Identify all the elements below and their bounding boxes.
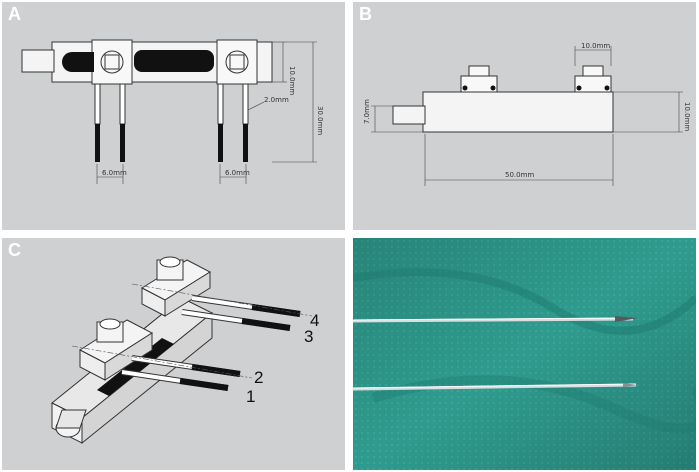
dim-b-length: 50.0mm [505, 171, 534, 179]
panel-a-drawing: 10.0mm 30.0mm 2.0mm 6.0mm 6.0mm [21, 39, 324, 184]
panel-b: B 10.0mm 7.0mm 10.0mm 50.0mm [353, 2, 696, 230]
panel-d: D [353, 238, 696, 470]
dim-a-spacing-right: 6.0mm [225, 169, 250, 177]
dim-a-diameter: 2.0mm [264, 96, 289, 104]
dim-a-spacing-left: 6.0mm [102, 169, 127, 177]
label-3: 3 [304, 327, 313, 346]
panel-c-drawing: 4 3 2 1 [51, 256, 319, 445]
dim-a-height-total: 30.0mm [316, 106, 324, 135]
label-1: 1 [246, 387, 255, 406]
label-2: 2 [254, 368, 263, 387]
panel-b-drawing: 10.0mm 7.0mm 10.0mm 50.0mm [363, 42, 691, 186]
panel-a: A 10.0mm [2, 2, 345, 230]
panel-c: C 4 [2, 238, 345, 470]
panel-b-label: B [359, 4, 372, 24]
dim-a-width-top: 10.0mm [288, 66, 296, 95]
panel-d-photo [353, 238, 696, 470]
panel-c-label: C [8, 240, 21, 260]
dim-b-width-block: 10.0mm [581, 42, 610, 50]
label-4: 4 [310, 311, 319, 330]
panel-a-label: A [8, 4, 21, 24]
dim-b-height-left: 7.0mm [363, 99, 371, 124]
dim-b-height-right: 10.0mm [683, 102, 691, 131]
